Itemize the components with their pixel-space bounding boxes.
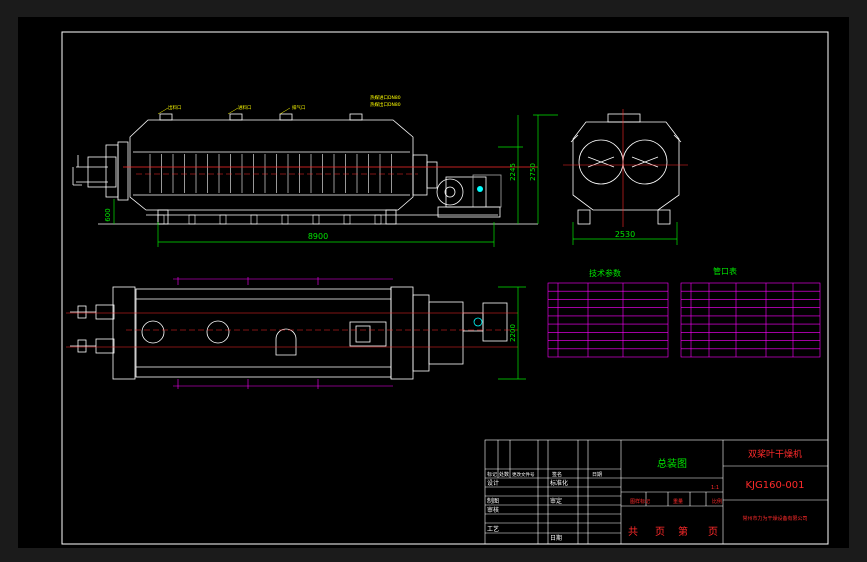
plan-view (70, 286, 508, 380)
title-pages-1: 共 (628, 526, 638, 538)
title-pages-3: 第 (678, 525, 688, 538)
plan-dimensions (498, 286, 526, 380)
th-change: 更改文件号 (512, 471, 535, 478)
label-standardization: 标准化 (550, 479, 568, 487)
nozzle-table-title: 管口表 (713, 266, 737, 276)
support-foot (374, 214, 382, 225)
end-view (570, 113, 682, 225)
title-weight-header: 重量 (673, 498, 683, 505)
th-sign: 签名 (552, 471, 562, 478)
row-process: 工艺 (487, 525, 499, 533)
tech-params-table (547, 282, 669, 358)
callout-outlet: 出料口 (168, 104, 182, 111)
title-pages-4: 页 (708, 526, 718, 538)
dim-height-outer: 2750 (529, 163, 537, 181)
front-dimensions (113, 114, 558, 247)
cad-drawing-sheet: 8900 600 2245 2750 出料口 进料口 排气口 热媒进口DN80 … (18, 17, 849, 548)
callout-vent: 排气口 (292, 104, 306, 111)
front-view (72, 113, 538, 225)
row-review: 审核 (487, 506, 499, 514)
title-company: 常州市力为干燥设备有限公司 (742, 515, 807, 522)
support-foot (281, 214, 289, 225)
title-pages-2: 页 (655, 526, 665, 538)
title-block (484, 439, 829, 545)
drawing-frame (61, 31, 829, 545)
row-design: 设计 (487, 479, 499, 487)
th-date: 日期 (592, 472, 602, 478)
title-product-name: 双桨叶干燥机 (748, 448, 802, 460)
row-draft: 制图 (487, 497, 499, 505)
dim-base-height: 600 (104, 208, 112, 221)
plan-supports (173, 277, 393, 389)
support-foot (250, 214, 258, 225)
dim-overall-length: 8900 (308, 232, 328, 241)
end-dimensions (572, 222, 678, 245)
support-foot (219, 214, 227, 225)
dim-height-inner: 2245 (509, 163, 517, 181)
label-date: 日期 (550, 534, 562, 542)
callout-inlet: 进料口 (238, 104, 252, 111)
th-mark: 标记 (487, 471, 497, 478)
table-line (547, 282, 669, 358)
nozzle-table (680, 282, 821, 358)
title-stage-header: 图样标记 (630, 498, 650, 505)
title-drawing-name: 总装图 (657, 457, 687, 470)
note-heat-out: 热媒出口DN80 (370, 101, 401, 108)
support-foot (343, 214, 351, 225)
label-approve: 审定 (550, 497, 562, 505)
support-foot (188, 214, 196, 225)
front-callouts: 出料口 进料口 排气口 热媒进口DN80 热媒出口DN80 (157, 94, 401, 115)
table-line (680, 282, 821, 358)
dim-end-width: 2530 (615, 230, 635, 239)
support-foot (157, 214, 165, 225)
dim-plan-width: 2200 (509, 324, 517, 342)
note-heat-in: 热媒进口DN80 (370, 94, 401, 101)
drawing-canvas: 8900 600 2245 2750 出料口 进料口 排气口 热媒进口DN80 … (61, 31, 829, 545)
title-scale-header: 比例 (712, 498, 722, 505)
tech-params-title: 技术参数 (589, 268, 621, 278)
th-count: 处数 (499, 471, 509, 478)
title-scale-value: 1:1 (711, 485, 719, 491)
title-drawing-number: KJG160-001 (745, 480, 804, 491)
support-foot (312, 214, 320, 225)
